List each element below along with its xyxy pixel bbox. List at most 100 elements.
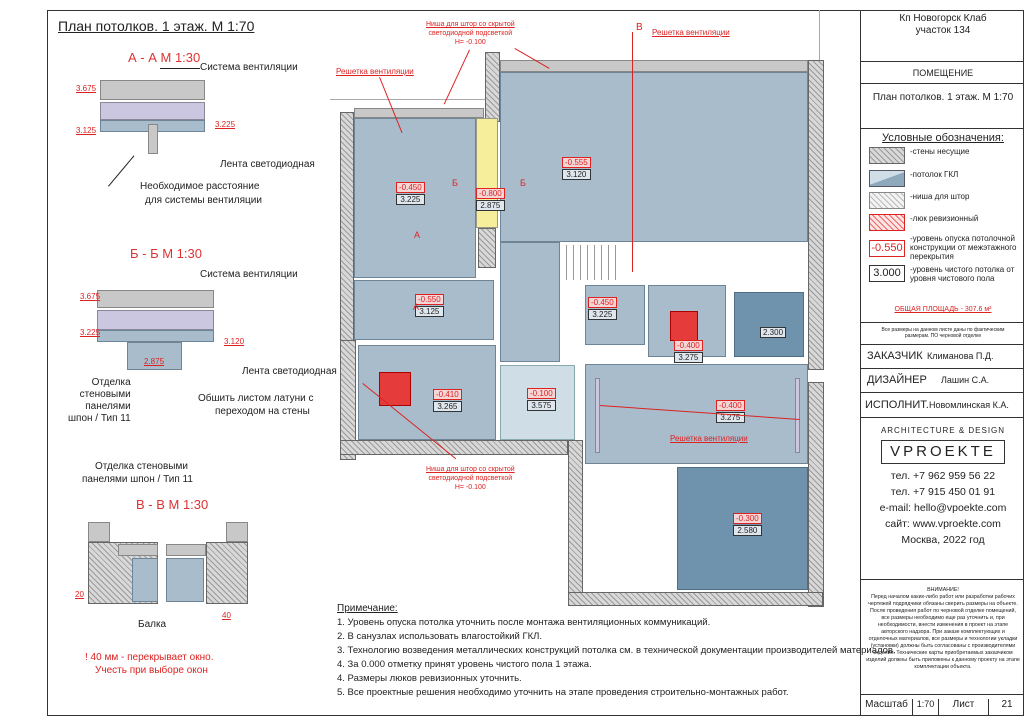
curtain-niche — [500, 60, 808, 72]
vv-finish-label-2: панелями шпон / Тип 11 — [82, 474, 193, 485]
vent-grille — [795, 378, 800, 453]
designer-name: Лашин С.А. — [941, 375, 990, 385]
niche-callout-top: Ниша для штор со скрытой светодиодной по… — [426, 20, 515, 47]
vent-callout-left: Решетка вентиляции — [336, 67, 414, 76]
vv-finish-label: Отделка стеновыми — [95, 461, 188, 472]
vent-grille — [595, 378, 600, 453]
bb-led-label: Лента светодиодная — [242, 366, 337, 377]
designer-label: ДИЗАЙНЕР — [867, 374, 927, 386]
niche-callout-bottom: Ниша для штор со скрытой светодиодной по… — [426, 465, 515, 492]
bb-brass-label: Обшить листом латуни с — [198, 393, 314, 404]
bb-brass-label-2: переходом на стены — [215, 406, 310, 417]
bb-finish-line: шпон / Тип 11 — [68, 413, 131, 424]
sheet-title: План потолков. 1 этаж. М 1:70 — [861, 84, 1024, 129]
curtain-niche — [354, 108, 484, 118]
room-cell: ПОМЕЩЕНИЕ — [861, 62, 1024, 84]
bb-finish-line: стеновыми — [79, 389, 131, 400]
vv-beam-label: Балка — [138, 619, 167, 630]
bb-finish-line: панелями — [85, 401, 131, 412]
cut-mark-a: А — [413, 302, 420, 312]
bearing-wall-swatch — [869, 147, 905, 164]
wall — [808, 382, 824, 607]
note-item: 3. Технологию возведения металлических к… — [337, 645, 896, 656]
project-cell: Кп Новогорск Клаб участок 134 — [861, 10, 1024, 62]
note-item: 4. Размеры люков ревизионных уточнить. — [337, 673, 522, 684]
customer-name: Климанова П.Д. — [927, 351, 994, 361]
executor-label: ИСПОЛНИТ. — [865, 399, 929, 411]
title-block: Кп Новогорск Клаб участок 134 ПОМЕЩЕНИЕ … — [860, 10, 1024, 716]
legend-title: Условные обозначения: — [882, 132, 1004, 144]
wall — [478, 228, 496, 268]
curtain-niche-swatch — [869, 192, 905, 209]
scale-value: 1:70 — [913, 699, 939, 716]
wall — [485, 52, 500, 122]
vv-mark: 20 — [75, 590, 84, 599]
customer-label: ЗАКАЗЧИК — [867, 350, 923, 362]
vv-warning-2: Учесть при выборе окон — [95, 665, 208, 676]
logo: VPROEKTE — [881, 440, 1005, 464]
notes: Примечание: 1. Уровень опуска потолка ут… — [337, 602, 896, 700]
vv-mark: 40 — [222, 611, 231, 620]
level-sample: -0.550 — [869, 240, 905, 257]
legend-label: -уровень чистого потолка от уровня чисто… — [910, 265, 1015, 283]
bb-finish-line: Отделка — [91, 377, 131, 388]
cut-mark-a: А — [414, 230, 421, 240]
vent-callout-mid: Решетка вентиляции — [670, 434, 748, 443]
note-item: 4. За 0.000 отметку принят уровень чисто… — [337, 659, 592, 670]
note-item: 2. В санузлах использовать влагостойкий … — [337, 631, 543, 642]
legend-label: -стены несущие — [910, 147, 970, 156]
aa-mark: 3.125 — [76, 126, 97, 135]
bb-mark: 3.225 — [80, 328, 101, 337]
warning-block: ВНИМАНИЕ! Перед началом каких-либо работ… — [861, 580, 1024, 695]
wall — [808, 60, 824, 370]
section-bb-title: Б - Б М 1:30 — [130, 246, 202, 261]
callout-line: Ниша для штор со скрытой — [426, 466, 515, 473]
dimensions-note: Все размеры на данном листе даны по факт… — [861, 322, 1024, 345]
designer-row: ДИЗАЙНЕР Лашин С.А. — [861, 369, 1024, 393]
warning-text: Перед началом каких-либо работ или разра… — [866, 594, 1020, 670]
page-title: План потолков. 1 этаж. М 1:70 — [58, 18, 255, 34]
wall — [340, 112, 354, 347]
scale-row: Масштаб 1:70 Лист 21 — [861, 695, 1024, 716]
callout-line: H= -0.100 — [454, 484, 486, 491]
bb-vent-label: Система вентиляции — [200, 269, 298, 280]
bb-mark: 2.875 — [144, 357, 165, 366]
aa-mark: 3.225 — [215, 120, 236, 129]
project-name: Кп Новогорск Клаб — [899, 13, 987, 24]
notes-heading: Примечание: — [337, 603, 398, 614]
customer-row: ЗАКАЗЧИК Климанова П.Д. — [861, 345, 1024, 369]
bb-mark: 3.675 — [80, 292, 101, 301]
aa-vent-label: Система вентиляции — [200, 62, 298, 73]
studio-tagline: ARCHITECTURE & DESIGN — [880, 426, 1006, 435]
callout-line: H= -0.100 — [454, 39, 486, 46]
warning-title: ВНИМАНИЕ! — [927, 587, 959, 593]
callout-line: светодиодной подсветкой — [428, 475, 513, 482]
staircase — [560, 245, 620, 280]
executor-row: ИСПОЛНИТ.Новомлинская К.А. — [861, 393, 1024, 418]
legend-label: -потолок ГКЛ — [910, 170, 959, 179]
email[interactable]: e-mail: hello@vpoekte.com — [879, 502, 1007, 514]
website[interactable]: сайт: www.vproekte.com — [885, 518, 1001, 530]
project-plot: участок 134 — [915, 25, 971, 36]
aa-led-label: Лента светодиодная — [220, 159, 315, 170]
studio-block: ARCHITECTURE & DESIGN VPROEKTE тел. +7 9… — [861, 418, 1024, 580]
legend-label: -ниша для штор — [910, 192, 970, 201]
room-tag: 2.300 — [760, 326, 787, 338]
room-ceiling — [585, 364, 808, 464]
stair-area — [500, 242, 560, 362]
cut-line-v — [632, 32, 633, 272]
city-year: Москва, 2022 год — [901, 534, 985, 546]
sheet-number: 21 — [1001, 699, 1013, 710]
executor-name: Новомлинская К.А. — [929, 400, 1009, 410]
room-ceiling — [500, 72, 808, 242]
phone-2: тел. +7 915 450 01 91 — [890, 486, 996, 498]
aa-distance-label-2: для системы вентиляции — [145, 195, 262, 206]
